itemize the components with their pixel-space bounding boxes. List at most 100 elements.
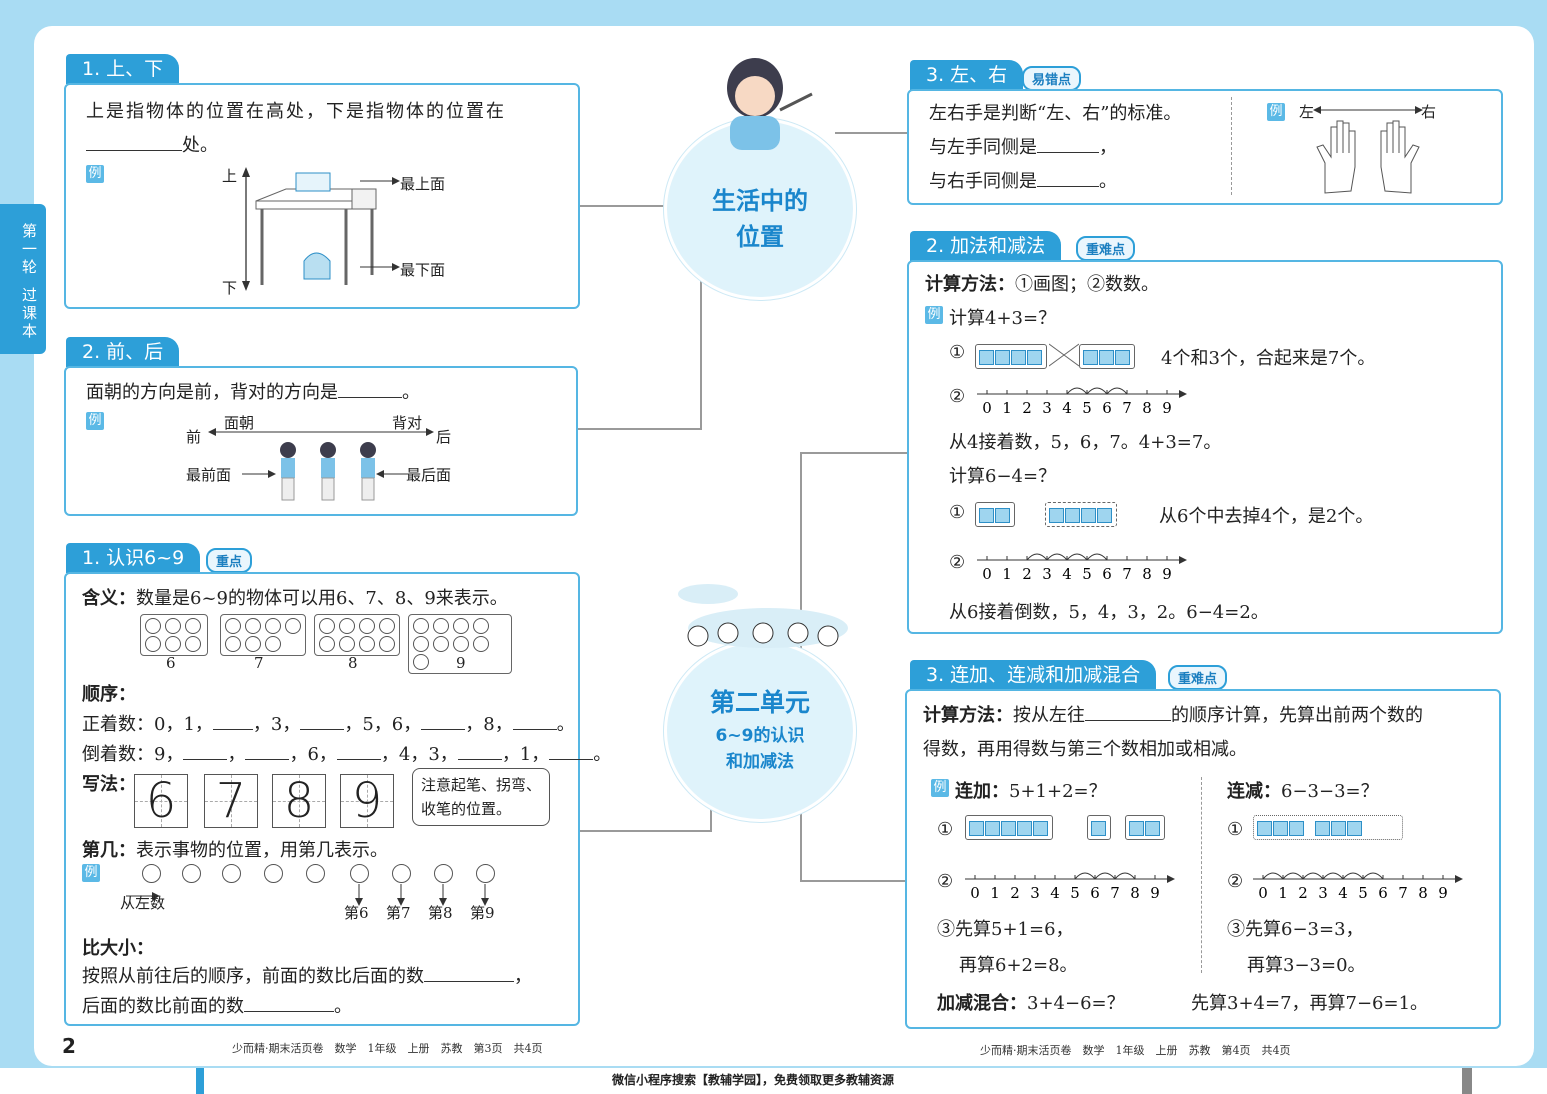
- tick-label: 2: [1298, 884, 1308, 901]
- jump-arc: [1262, 872, 1284, 880]
- mixed-method-label: 计算方法：: [923, 705, 1013, 726]
- tick-label: 1: [1278, 884, 1288, 901]
- circle-item: [182, 864, 201, 883]
- tick-label: 8: [1142, 565, 1152, 582]
- sub-s2: 再算3−3=0。: [1247, 955, 1366, 976]
- tick-label: 1: [1002, 565, 1012, 582]
- meaning-text: 数量是6~9的物体可以用6、7、8、9来表示。: [136, 588, 508, 609]
- marker-1b: ①: [949, 502, 966, 523]
- marker-2b: ②: [949, 552, 966, 573]
- from-left-label: 从左数: [120, 894, 166, 912]
- example-badge: 例: [931, 779, 949, 797]
- bar-marker: [196, 1068, 204, 1094]
- mix-solution: 先算3+4=7，再算7−6=1。: [1191, 993, 1429, 1014]
- tick-label: 7: [1122, 399, 1132, 416]
- side-tab-line1: 第一轮: [22, 222, 38, 276]
- section-69: 含义：数量是6~9的物体可以用6、7、8、9来表示。 6 7 8 9 顺序： 正…: [64, 572, 611, 1026]
- tick-label: 2: [1022, 399, 1032, 416]
- cubes-5: [965, 815, 1053, 840]
- tick-label: 0: [982, 399, 992, 416]
- tick-label: 6: [1102, 565, 1112, 582]
- method-text: ①画图；②数数。: [1015, 274, 1159, 295]
- addsub-method: 计算方法：①画图；②数数。: [925, 270, 1159, 296]
- forward-line: 正着数：0，1，，3，，5，6，，8，。: [82, 710, 575, 736]
- write-note-l2: 收笔的位置。: [421, 800, 512, 818]
- meaning-label: 含义：: [82, 588, 136, 609]
- mix-label: 加减混合：: [937, 993, 1027, 1014]
- bottom-bar: [0, 1068, 1547, 1094]
- cubes-2: [975, 502, 1015, 527]
- tab-69: 1. 认识6~9: [66, 543, 201, 573]
- circle-item: [264, 864, 283, 883]
- label-left: 左: [1299, 103, 1315, 121]
- cubes-1: [1087, 815, 1111, 840]
- connector: [800, 452, 907, 454]
- cubes-6-removed: [1253, 815, 1403, 840]
- example-badge: 例: [1267, 103, 1285, 121]
- jump-arc: [1066, 553, 1088, 561]
- sub-marker-1: ①: [1227, 819, 1244, 840]
- bar-marker: [1462, 1068, 1472, 1094]
- write-digit: 6: [145, 773, 177, 829]
- mix-line: 加减混合：3+4−6=？: [937, 989, 1125, 1015]
- circle-item: [222, 864, 241, 883]
- calc1: 计算4+3=？: [949, 308, 1057, 329]
- count2: 从6接着倒数，5，4，3，2。6−4=2。: [949, 602, 1269, 623]
- lr-l2-end: ，: [1099, 137, 1117, 158]
- girl-illustration: [727, 58, 813, 150]
- backward-part: ，1，: [501, 744, 550, 765]
- jump-arc: [1106, 387, 1128, 395]
- backward-part: ，: [227, 744, 246, 765]
- mixed-method-line2: 得数，再用得数与第三个数相加或相减。: [923, 739, 1247, 760]
- num-8: 8: [348, 654, 358, 672]
- jump-arc: [1362, 872, 1384, 880]
- side-tab: 第一轮 过课本: [0, 204, 46, 354]
- dot-box-9: [408, 614, 512, 674]
- frontback-text: 面朝的方向是前，背对的方向是: [86, 382, 338, 403]
- dot-box-7: [220, 614, 306, 656]
- panda-illustration: [678, 584, 848, 648]
- compare-end2: 。: [334, 996, 352, 1017]
- tick-label: 5: [1082, 399, 1092, 416]
- example-badge: 例: [925, 306, 943, 324]
- forward-part: ，3，: [252, 714, 301, 735]
- jump-arc: [1322, 872, 1344, 880]
- updown-text2: 处。: [182, 135, 218, 156]
- mixed-method-text1: 按从左往: [1013, 705, 1085, 726]
- write-box-9: 9: [340, 773, 394, 829]
- ordinal-8: 第8: [428, 904, 453, 922]
- tick-label: 7: [1122, 565, 1132, 582]
- tick-label: 0: [970, 884, 980, 901]
- calc2: 计算6−4=？: [949, 466, 1057, 487]
- jump-arc: [1026, 553, 1048, 561]
- cubes-2b: [1125, 815, 1165, 840]
- jump-arc: [1114, 872, 1136, 880]
- mixed-method-text1-end: 的顺序计算，先算出前两个数的: [1171, 705, 1423, 726]
- num-7: 7: [254, 654, 264, 672]
- ordinal-7: 第7: [386, 904, 411, 922]
- topic2-line3: 和加减法: [726, 752, 794, 772]
- tick-label: 3: [1318, 884, 1328, 901]
- jump-arc: [1046, 553, 1068, 561]
- divider: [1201, 777, 1202, 973]
- tick-label: 6: [1090, 884, 1100, 901]
- add-s1: ③先算5+1=6，: [937, 919, 1074, 940]
- sub-marker-2: ②: [1227, 871, 1244, 892]
- label-backing: 背对: [392, 414, 423, 432]
- label-back: 后: [436, 428, 452, 446]
- write-digit: 9: [351, 773, 383, 829]
- footer-left: 少而精·期末活页卷 数学 1年级 上册 苏教 第3页 共4页: [232, 1042, 543, 1055]
- backward-text: 倒着数：9，: [82, 744, 184, 765]
- table-illustration: [242, 167, 377, 291]
- frontback-end: 。: [402, 382, 420, 403]
- lr-l2: 与左手同侧是: [929, 137, 1037, 158]
- updown-text1: 上是指物体的位置在高处，下是指物体的位置在: [86, 101, 506, 122]
- ordinal-label: 第几：: [82, 840, 136, 861]
- m1-text: 4个和3个，合起来是7个。: [1161, 348, 1376, 369]
- axis-arrow: [1455, 875, 1463, 883]
- circle-item: [476, 864, 495, 883]
- compare-end1: ，: [514, 966, 532, 987]
